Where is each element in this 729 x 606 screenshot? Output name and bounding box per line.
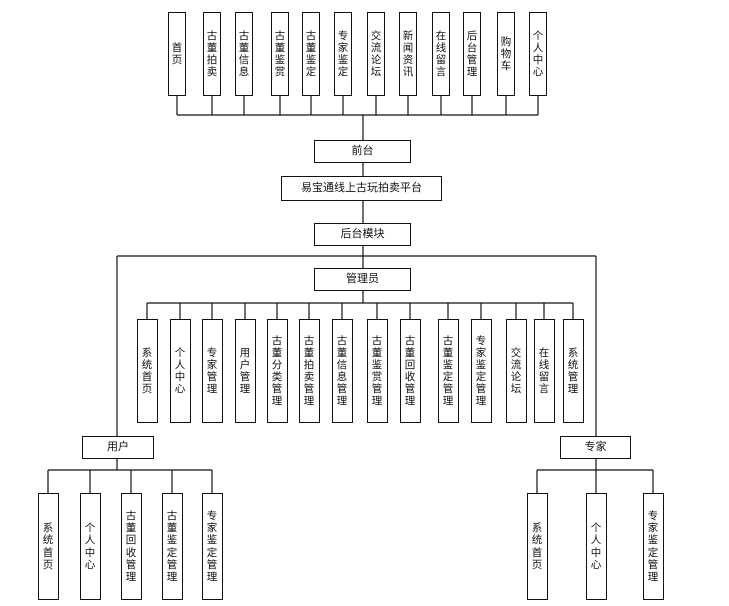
expert-module-box: 个人中心 (585, 493, 607, 600)
user-module-box: 专家鉴定管理 (201, 493, 223, 600)
admin-module-box: 专家管理 (201, 319, 223, 423)
admin-module-box: 交流论坛 (505, 319, 527, 423)
expert-module-box: 系统首页 (526, 493, 548, 600)
admin-module-box: 古董拍卖管理 (298, 319, 320, 423)
frontend-module-box: 古董鉴定 (302, 12, 320, 96)
frontend-module-box: 交流论坛 (367, 12, 385, 96)
user-module-box: 古董回收管理 (120, 493, 142, 600)
frontend-module-box: 个人中心 (529, 12, 547, 96)
admin-module-box: 古董信息管理 (331, 319, 353, 423)
admin-module-box: 在线留言 (533, 319, 555, 423)
frontend-box: 前台 (314, 140, 411, 163)
admin-module-box: 古董鉴赏管理 (366, 319, 388, 423)
frontend-module-box: 后台管理 (463, 12, 481, 96)
expert-box: 专家 (560, 436, 631, 459)
admin-module-box: 古董鉴定管理 (437, 319, 459, 423)
user-module-box: 个人中心 (79, 493, 101, 600)
admin-module-box: 系统首页 (136, 319, 158, 423)
user-module-box: 古董鉴定管理 (161, 493, 183, 600)
backend-box: 后台模块 (314, 223, 411, 246)
user-module-box: 系统首页 (37, 493, 59, 600)
frontend-module-box: 古董拍卖 (203, 12, 221, 96)
frontend-module-box: 在线留言 (432, 12, 450, 96)
admin-module-box: 古董回收管理 (399, 319, 421, 423)
frontend-module-box: 购物车 (497, 12, 515, 96)
frontend-module-box: 古董鉴赏 (271, 12, 289, 96)
platform-box: 易宝通线上古玩拍卖平台 (281, 176, 442, 201)
frontend-module-box: 专家鉴定 (334, 12, 352, 96)
frontend-module-box: 新闻资讯 (399, 12, 417, 96)
admin-module-box: 用户管理 (234, 319, 256, 423)
admin-module-box: 古董分类管理 (266, 319, 288, 423)
admin-module-box: 个人中心 (169, 319, 191, 423)
user-box: 用户 (82, 436, 154, 459)
admin-module-box: 专家鉴定管理 (470, 319, 492, 423)
frontend-module-box: 古董信息 (235, 12, 253, 96)
admin-box: 管理员 (314, 268, 411, 291)
expert-module-box: 专家鉴定管理 (642, 493, 664, 600)
frontend-module-box: 首页 (168, 12, 186, 96)
admin-module-box: 系统管理 (562, 319, 584, 423)
